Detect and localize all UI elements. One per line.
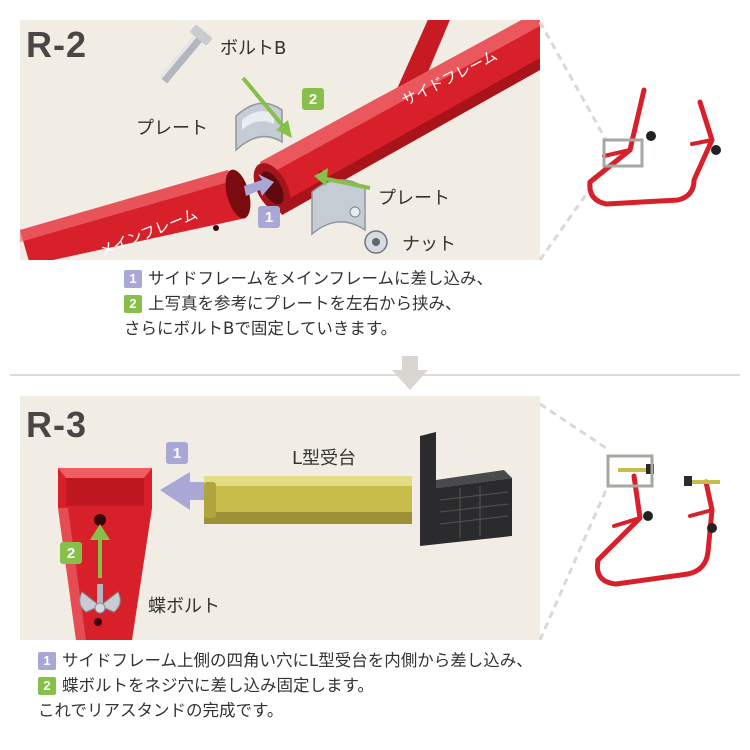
r3-badge-1: 1 (166, 442, 188, 464)
r3-caption-line-3: これでリアスタンドの完成です。 (38, 701, 284, 720)
r2-assembly-illustration (20, 20, 540, 260)
r3-l-mount-pad (420, 432, 512, 546)
r2-badge-1: 1 (258, 206, 280, 228)
r2-caption: 1 サイドフレームをメインフレームに差し込み、 2 上写真を参考にプレートを左右… (124, 266, 493, 341)
section-divider (10, 374, 740, 376)
r2-insert-arrow (244, 174, 274, 196)
r3-step-title: R-3 (26, 404, 88, 445)
r2-stand-frame (587, 87, 715, 207)
r2-stand-zoom-box (602, 138, 644, 168)
next-step-arrow-icon (392, 356, 428, 390)
r3-assembly-illustration (58, 432, 512, 640)
r3-caption-line-2: 蝶ボルトをネジ穴に差し込み固定します。 (62, 676, 374, 695)
r2-caption-badge-1: 1 (124, 269, 142, 288)
r2-green-arrow-left (314, 168, 328, 186)
r2-bolt-b (159, 24, 212, 84)
r2-green-arrow-down (276, 120, 292, 138)
r2-label-plate-right: プレート (378, 188, 450, 209)
r2-caption-line-2: 上写真を参考にプレートを左右から挟み、 (148, 294, 462, 313)
r2-caption-line-1: サイドフレームをメインフレームに差し込み、 (148, 269, 494, 288)
r3-wing-bolt (79, 584, 121, 614)
r3-caption-badge-1: 1 (38, 651, 56, 670)
r2-side-frame-tube (260, 20, 540, 215)
r2-lower-plate (311, 179, 366, 236)
r3-caption-badge-2: 2 (38, 676, 56, 695)
r3-caption-line-1: サイドフレーム上側の四角い穴にL型受台を内側から差し込み、 (62, 651, 533, 670)
r2-caption-badge-2: 2 (124, 294, 142, 313)
r2-badge-2: 2 (302, 88, 324, 110)
r2-photo-panel: R-2 ボルトB プレート プレート ナット サイドフレーム メインフレーム 2… (20, 20, 540, 260)
r3-caption: 1 サイドフレーム上側の四角い穴にL型受台を内側から差し込み、 2 蝶ボルトをネ… (38, 648, 533, 723)
r3-stand-zoom-box (606, 454, 654, 488)
r2-step-title: R-2 (26, 24, 88, 65)
r2-caption-line-3: さらにボルトBで固定していきます。 (124, 319, 398, 338)
r2-label-nut: ナット (402, 234, 456, 255)
r3-badge-2: 2 (60, 542, 82, 564)
r3-insert-arrow (160, 472, 204, 510)
r2-label-plate-left: プレート (136, 118, 208, 139)
r3-label-wing-bolt: 蝶ボルト (148, 596, 220, 617)
r3-stand-frame (594, 473, 715, 587)
r3-label-l-mount: L型受台 (292, 448, 357, 469)
r2-label-bolt-b: ボルトB (220, 38, 287, 59)
r3-photo-panel: R-3 L型受台 蝶ボルト 1 2 (20, 396, 540, 640)
r3-green-arrow-up (90, 524, 110, 540)
